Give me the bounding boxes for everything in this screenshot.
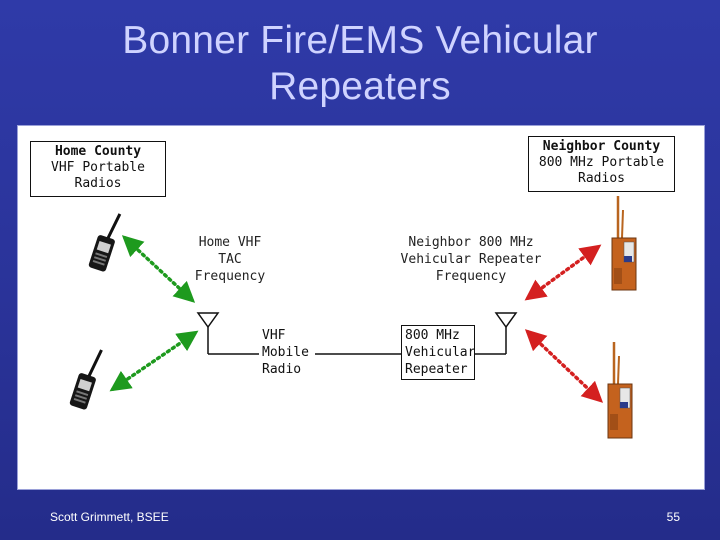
neighbor-county-heading: Neighbor County <box>542 139 661 154</box>
vehicular-repeater-line-3: Repeater <box>405 362 468 377</box>
neighbor-frequency-line-1: Neighbor 800 MHz <box>408 235 534 250</box>
page-number: 55 <box>666 510 680 524</box>
slide-title-line-2: Repeaters <box>269 65 451 108</box>
home-frequency-label: Home VHF TAC Frequency <box>180 234 280 285</box>
repeater-antenna-icon <box>473 312 518 355</box>
home-county-heading: Home County <box>54 144 142 159</box>
vhf-mobile-radio-line-1: VHF <box>262 328 286 343</box>
vhf-mobile-radio-line-3: Radio <box>262 362 302 377</box>
footer-author: Scott Grimmett, BSEE <box>50 510 169 524</box>
800mhz-portable-radio-icon <box>611 196 637 291</box>
neighbor-frequency-label: Neighbor 800 MHz Vehicular Repeater Freq… <box>395 234 547 285</box>
neighbor-county-line-2: Radios <box>578 171 625 186</box>
home-county-line-1: VHF Portable <box>51 160 145 175</box>
home-link-lower <box>109 330 199 392</box>
vhf-mobile-radio: VHF Mobile Radio <box>262 327 316 378</box>
vhf-portable-radio-icon <box>69 349 103 410</box>
neighbor-frequency-line-3: Frequency <box>435 269 507 284</box>
home-link-upper <box>121 235 196 303</box>
vhf-mobile-radio-line-2: Mobile <box>262 345 309 360</box>
neighbor-county-line-1: 800 MHz Portable <box>538 155 665 170</box>
home-county-line-2: Radios <box>74 176 122 191</box>
neighbor-link-lower <box>524 329 604 403</box>
home-frequency-line-3: Frequency <box>194 269 266 284</box>
neighbor-link-upper <box>524 244 602 301</box>
slide-title: Bonner Fire/EMS Vehicular Repeaters <box>0 18 720 110</box>
slide-title-line-1: Bonner Fire/EMS Vehicular <box>122 19 598 62</box>
vehicular-repeater-line-2: Vehicular <box>405 345 476 360</box>
vehicular-repeater: 800 MHz Vehicular Repeater <box>401 325 475 380</box>
home-frequency-line-1: Home VHF <box>198 235 262 250</box>
home-frequency-line-2: TAC <box>218 252 242 267</box>
vhf-antenna-icon <box>196 312 259 355</box>
neighbor-county-box: Neighbor County 800 MHz Portable Radios <box>528 136 675 192</box>
neighbor-frequency-line-2: Vehicular Repeater <box>400 252 542 267</box>
vehicular-repeater-line-1: 800 MHz <box>405 328 460 343</box>
vhf-portable-radio-icon <box>88 213 122 272</box>
home-county-box: Home County VHF Portable Radios <box>30 141 166 197</box>
800mhz-portable-radio-icon <box>607 342 633 439</box>
